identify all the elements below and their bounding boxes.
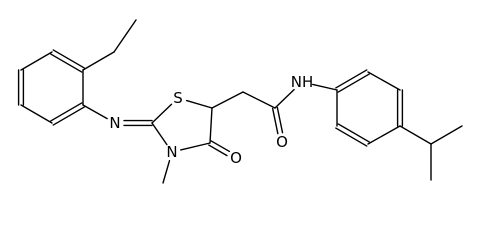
bond-c5-c4	[209, 107, 213, 144]
bond-p5-p6	[337, 123, 370, 143]
bond-ip-ipm1	[430, 125, 463, 145]
bond-n3-me	[162, 159, 171, 184]
bond-n3-c2	[151, 122, 168, 146]
bond-a5-a6	[52, 49, 85, 69]
bond-cam-nh	[274, 88, 295, 109]
bond-p1-p2-second	[335, 69, 368, 89]
bond-cam-oam	[271, 107, 279, 135]
atom-label-nim: N	[109, 114, 120, 132]
bond-c4-n3	[180, 142, 211, 151]
atom-label-s1: S	[173, 89, 183, 107]
bond-a2-a3	[20, 104, 53, 124]
bond-p4-p5	[367, 125, 401, 145]
atom-label-oam: O	[276, 133, 288, 151]
bond-a5-a6-second	[50, 53, 83, 73]
atom-label-n3: N	[166, 143, 177, 161]
bond-a4-nim	[82, 104, 108, 120]
bond-cam-oam-second	[276, 106, 284, 134]
bond-c5-ch2	[211, 91, 244, 109]
molecule-structure: N S N O O NH	[17, 19, 463, 184]
bond-s1-c5	[185, 99, 213, 109]
atom-label-layer: N S N O O NH	[109, 73, 313, 167]
atom-label-o4: O	[230, 149, 242, 167]
bond-p2-p3	[367, 71, 401, 91]
bond-nh-p1	[312, 83, 338, 91]
bond-p5-p6-second	[335, 127, 368, 147]
bond-p1-p2	[337, 73, 370, 93]
bond-c4-o4	[208, 144, 228, 157]
bond-a5-a7	[82, 51, 115, 71]
bond-c4-o4-second	[210, 140, 231, 153]
bond-a3-a4-second	[50, 102, 83, 122]
bond-ch2-cam	[242, 91, 276, 109]
bond-a3-a4	[52, 106, 85, 126]
bond-layer	[17, 19, 463, 184]
bond-c2-s1	[151, 103, 173, 124]
bond-a6-a1	[20, 51, 53, 71]
atom-label-nh: NH	[291, 73, 314, 91]
bond-p4-ip	[399, 125, 432, 145]
bond-a7-a8	[113, 19, 137, 53]
